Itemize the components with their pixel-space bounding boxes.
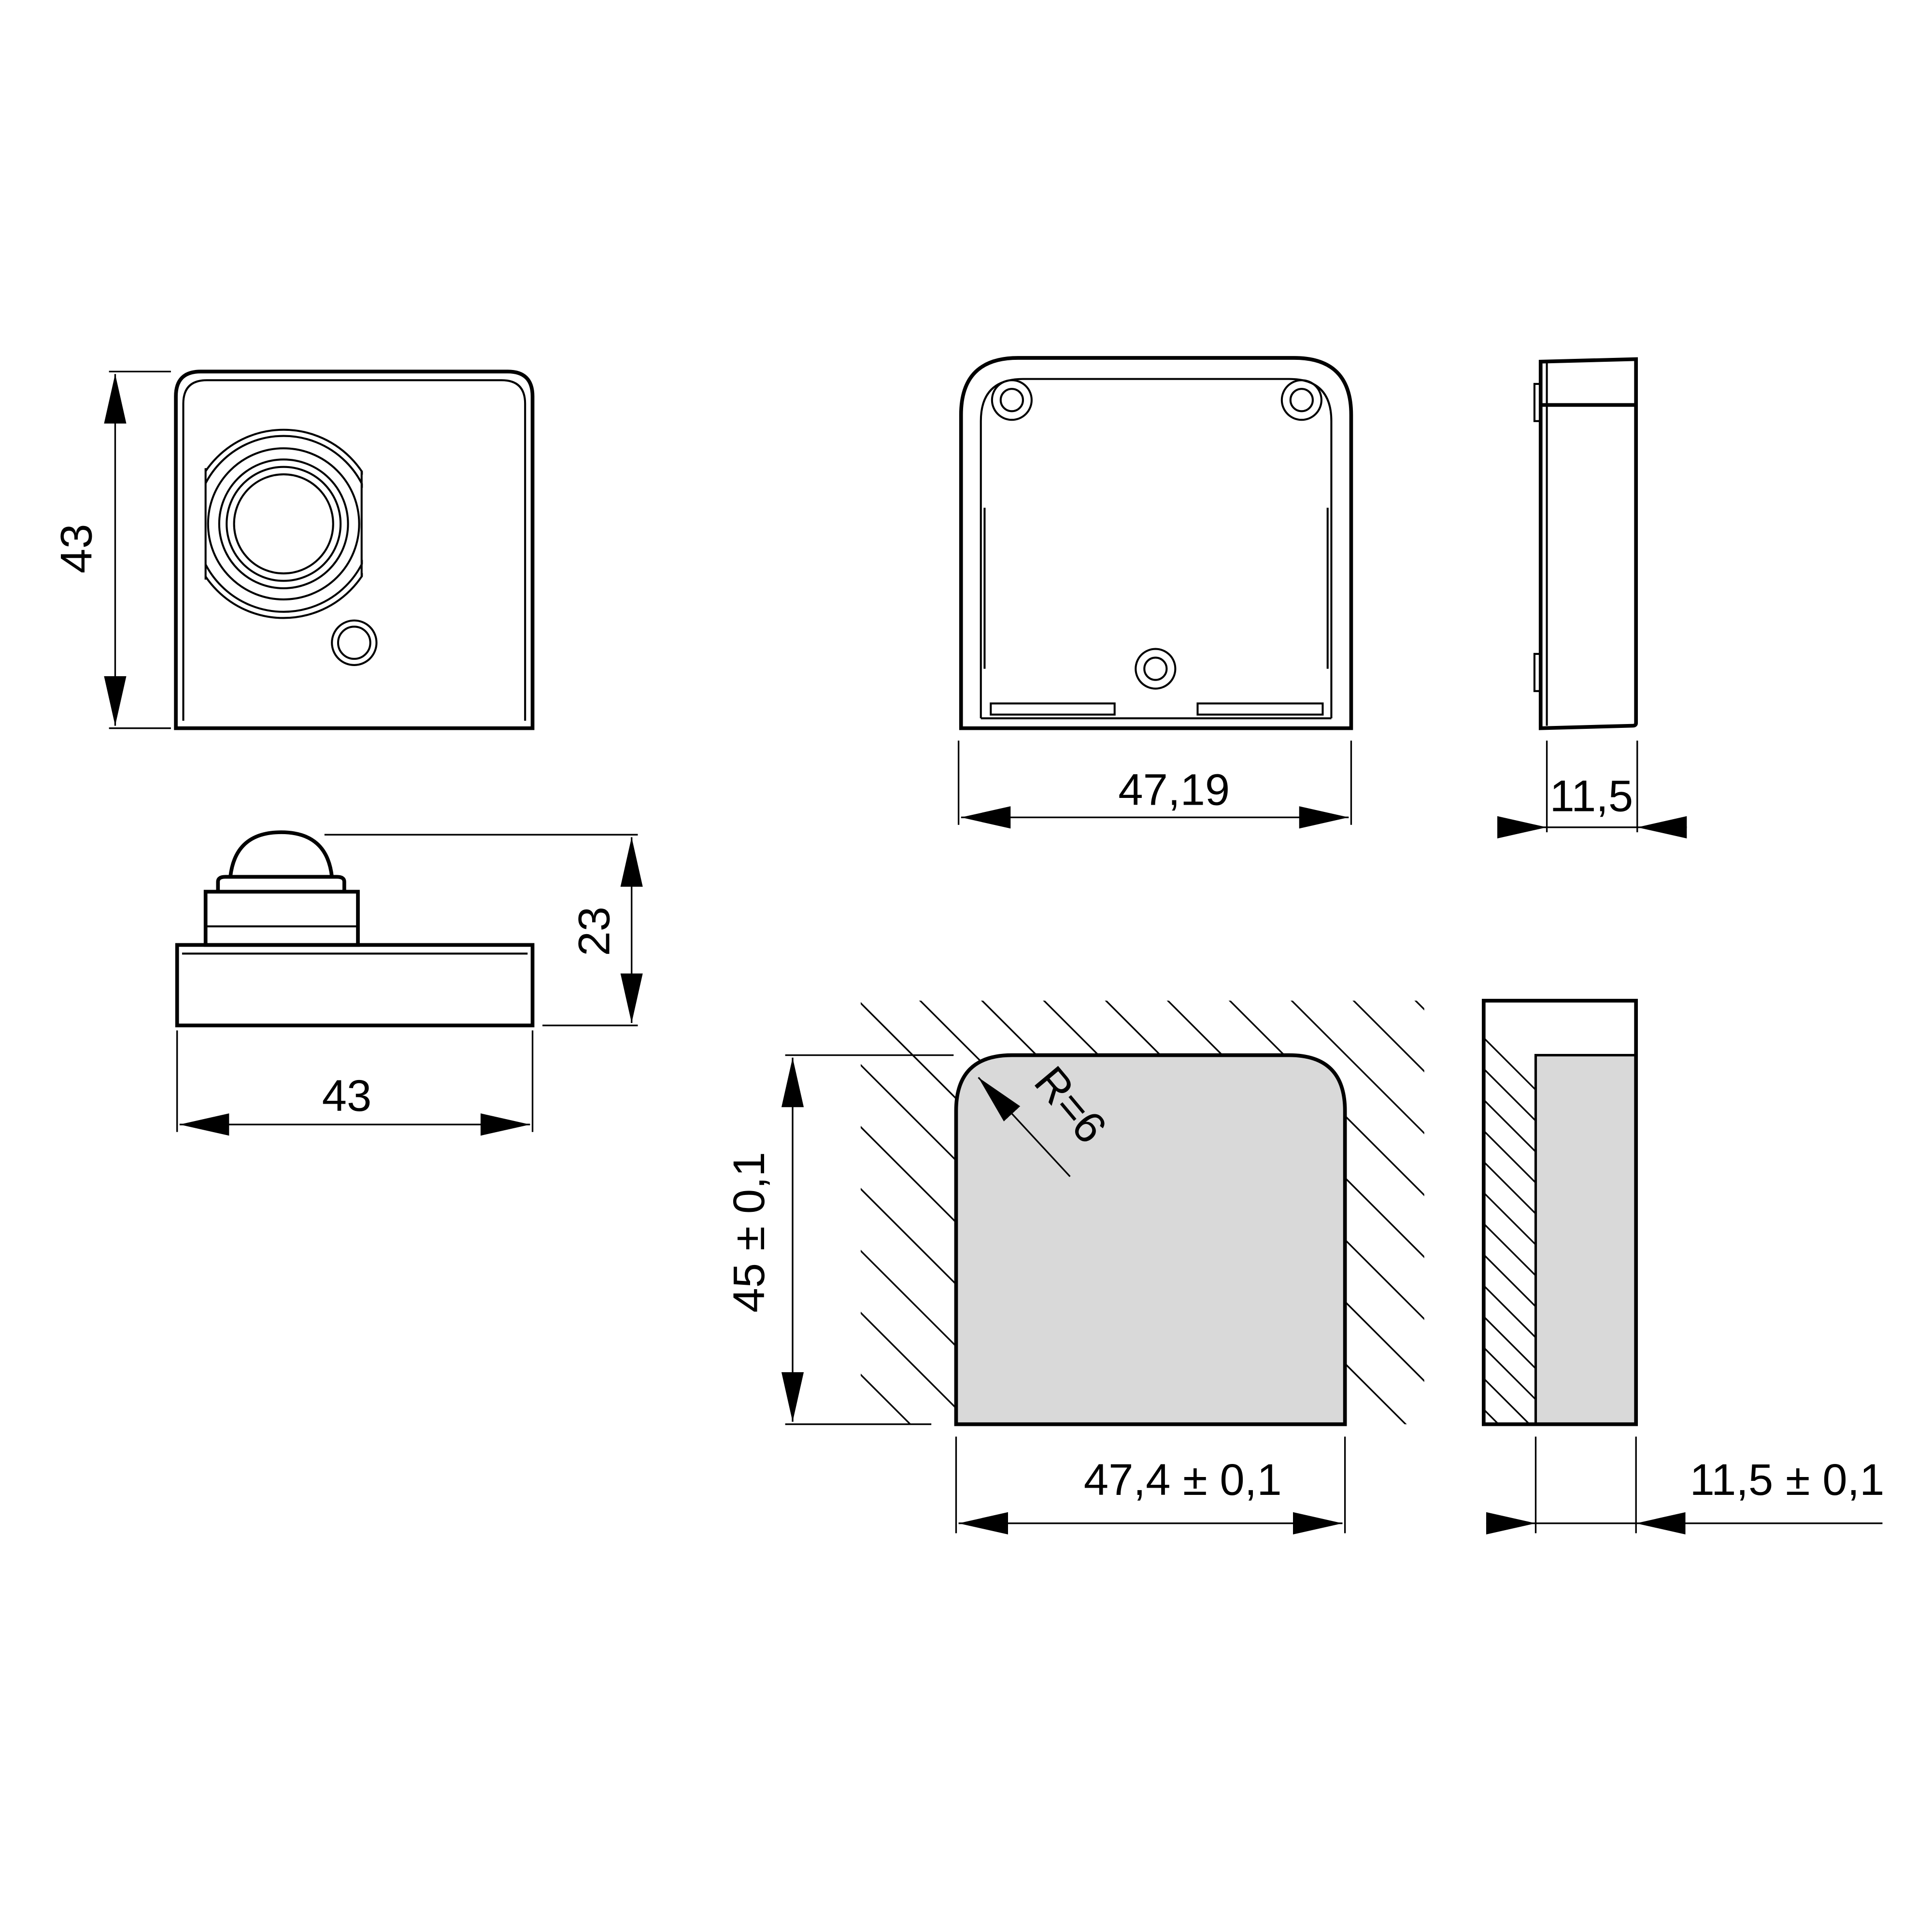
dim-side-height: 23	[569, 907, 619, 956]
dim-cutout-depth: 11,5 ± 0,1	[1690, 1454, 1884, 1505]
dim-profile-depth: 11,5	[1549, 770, 1633, 821]
dim-front-height: 43	[51, 524, 101, 574]
cutout-section-view: 11,5 ± 0,1	[1481, 998, 1885, 1534]
screw-hole-icon	[1135, 648, 1177, 690]
profile-view: 11,5	[1497, 357, 1687, 838]
dim-cutout-height: 45 ± 0,1	[724, 1152, 774, 1313]
screw-hole-icon	[991, 379, 1033, 421]
side-view: 23 43	[175, 830, 643, 1136]
dim-cutout-width: 47,4 ± 0,1	[1084, 1454, 1282, 1505]
led-icon	[331, 619, 378, 666]
lens-icon	[204, 428, 363, 619]
back-view: 47,19	[957, 356, 1353, 829]
cutout-shape	[954, 1053, 1347, 1426]
screw-hole-icon	[1280, 379, 1322, 421]
cutout-view: R=6 45 ± 0,1 47,4 ± 0,1	[724, 1000, 1424, 1534]
dim-back-width: 47,19	[1118, 765, 1230, 815]
dim-side-width: 43	[322, 1070, 372, 1121]
front-view: 43	[51, 369, 535, 730]
